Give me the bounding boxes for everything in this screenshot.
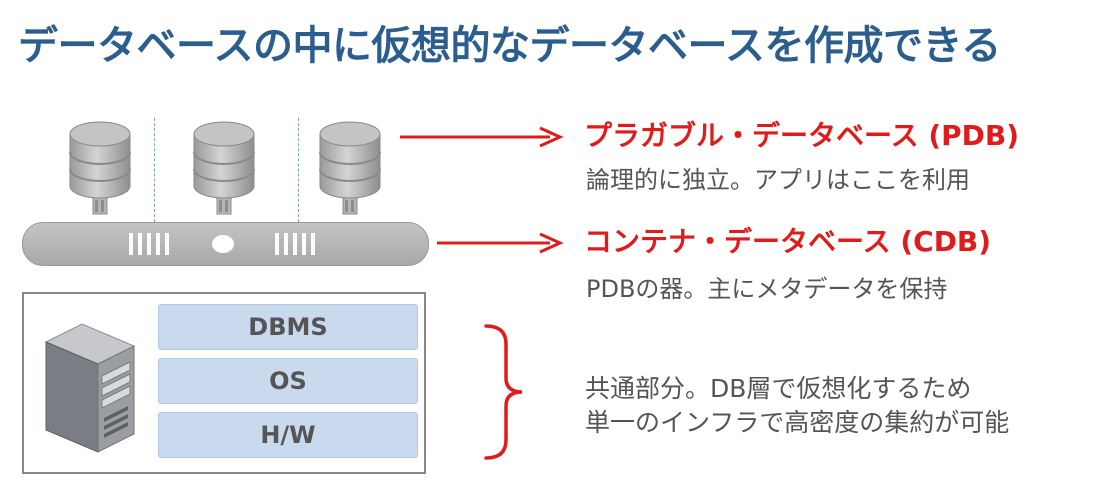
database-icon xyxy=(193,121,255,215)
layer-dbms: DBMS xyxy=(158,304,418,350)
database-icon xyxy=(69,121,131,215)
cdb-description: PDBの器。主にメタデータを保持 xyxy=(586,275,948,303)
pdb-divider xyxy=(298,118,299,222)
page-title: データベースの中に仮想的なデータベースを作成できる xyxy=(18,23,1001,69)
cdb-label: コンテナ・データベース (CDB) xyxy=(584,225,992,258)
database-icon xyxy=(319,121,381,215)
pdb-label: プラガブル・データベース (PDB) xyxy=(584,119,1020,152)
container-bar-slots-icon xyxy=(129,233,315,255)
layer-os: OS xyxy=(158,358,418,404)
pdb-divider xyxy=(154,118,155,222)
right-brace-icon xyxy=(484,324,523,460)
container-database-bar xyxy=(22,222,429,266)
server-tower-icon xyxy=(44,323,136,453)
pdb-description: 論理的に独立。アプリはここを利用 xyxy=(586,166,970,194)
arrow-right-icon xyxy=(437,232,564,254)
shared-description-line2: 単一のインフラで高密度の集約が可能 xyxy=(585,408,1010,437)
shared-description-line1: 共通部分。DB層で仮想化するため xyxy=(585,374,972,403)
arrow-right-icon xyxy=(400,126,564,148)
layer-hw: H/W xyxy=(158,412,418,458)
